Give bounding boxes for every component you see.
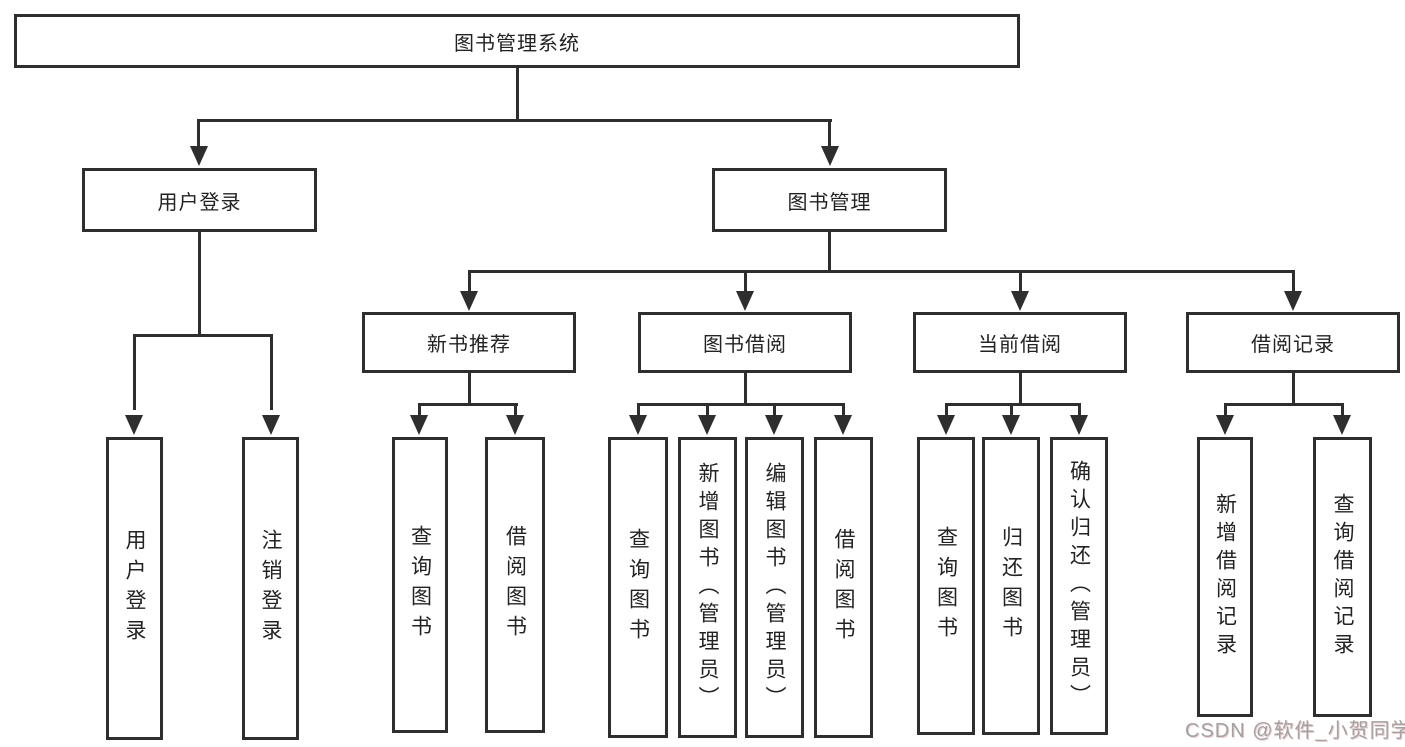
connector-line: [516, 68, 519, 121]
arrow-down-icon: [125, 415, 143, 435]
leaf-user-login: 用户登录: [106, 437, 163, 740]
arrow-down-icon: [190, 146, 208, 166]
connector-line: [828, 232, 831, 272]
connector-line: [418, 403, 518, 406]
connector-line: [468, 270, 1295, 273]
arrow-down-icon: [736, 291, 754, 311]
connector-line: [468, 373, 471, 405]
leaf-br-add-record-label: 新增借阅记录: [1213, 493, 1237, 661]
csdn-watermark: CSDN @软件_小贺同学: [1185, 720, 1405, 742]
connector-line: [828, 119, 831, 149]
connector-line: [197, 119, 200, 149]
leaf-bb-borrow-books: 借阅图书: [814, 437, 873, 738]
node-book-borrow-label: 图书借阅: [703, 334, 787, 356]
leaf-bb-edit-books-admin: 编辑图书（管理员）: [745, 437, 804, 738]
leaf-bb-borrow-books-label: 借阅图书: [832, 527, 855, 648]
leaf-br-add-record: 新增借阅记录: [1197, 437, 1253, 717]
leaf-user-login-label: 用户登录: [123, 528, 146, 649]
arrow-down-icon: [834, 415, 852, 435]
leaf-cb-return-books: 归还图书: [982, 437, 1040, 735]
leaf-bb-edit-books-admin-label: 编辑图书（管理员）: [763, 461, 786, 714]
leaf-br-query-record: 查询借阅记录: [1313, 437, 1372, 717]
node-user-login: 用户登录: [82, 168, 317, 232]
leaf-cb-confirm-return-admin: 确认归还（管理员）: [1050, 437, 1108, 735]
connector-line: [945, 403, 1081, 406]
leaf-nb-borrow-books-label: 借阅图书: [503, 525, 527, 645]
arrow-down-icon: [262, 415, 280, 435]
node-current-borrow: 当前借阅: [913, 312, 1127, 373]
connector-line: [773, 403, 776, 417]
arrow-down-icon: [1070, 415, 1088, 435]
connector-line: [1010, 403, 1013, 417]
arrow-down-icon: [765, 415, 783, 435]
connector-line: [1341, 403, 1344, 417]
arrow-down-icon: [460, 291, 478, 311]
leaf-bb-add-books-admin-label: 新增图书（管理员）: [696, 461, 719, 714]
leaf-nb-query-books: 查询图书: [392, 437, 448, 733]
node-new-book-recommend: 新书推荐: [362, 312, 576, 373]
connector-line: [744, 373, 747, 405]
connector-line: [133, 334, 136, 410]
connector-line: [637, 403, 640, 417]
connector-line: [1019, 373, 1022, 405]
leaf-cb-confirm-return-admin-label: 确认归还（管理员）: [1067, 460, 1091, 712]
connector-line: [744, 270, 747, 293]
arrow-down-icon: [1011, 291, 1029, 311]
arrow-down-icon: [506, 415, 524, 435]
leaf-nb-query-books-label: 查询图书: [408, 525, 432, 645]
connector-line: [133, 334, 273, 337]
node-borrow-records: 借阅记录: [1186, 312, 1400, 373]
connector-line: [418, 403, 421, 417]
leaf-nb-borrow-books: 借阅图书: [485, 437, 545, 733]
arrow-down-icon: [698, 415, 716, 435]
node-root: 图书管理系统: [14, 14, 1020, 68]
node-new-book-recommend-label: 新书推荐: [427, 334, 511, 356]
leaf-bb-query-books-label: 查询图书: [626, 527, 650, 648]
connector-line: [1292, 270, 1295, 293]
leaf-cb-return-books-label: 归还图书: [999, 526, 1023, 646]
node-user-login-label: 用户登录: [157, 191, 242, 214]
node-root-label: 图书管理系统: [454, 32, 580, 55]
leaf-cb-query-books: 查询图书: [917, 437, 975, 735]
connector-line: [468, 270, 471, 293]
leaf-bb-query-books: 查询图书: [608, 437, 668, 738]
node-book-management-label: 图书管理: [787, 191, 872, 214]
arrow-down-icon: [937, 415, 955, 435]
leaf-logout-label: 注销登录: [259, 528, 282, 649]
connector-line: [197, 119, 832, 122]
connector-line: [637, 403, 845, 406]
connector-line: [270, 334, 273, 410]
arrow-down-icon: [410, 415, 428, 435]
arrow-down-icon: [821, 146, 839, 166]
connector-line: [1224, 403, 1344, 406]
node-book-borrow: 图书借阅: [638, 312, 852, 373]
connector-line: [514, 403, 517, 417]
connector-line: [842, 403, 845, 417]
connector-line: [1292, 373, 1295, 405]
leaf-logout: 注销登录: [242, 437, 299, 740]
node-borrow-records-label: 借阅记录: [1251, 334, 1335, 356]
connector-line: [198, 232, 201, 336]
leaf-br-query-record-label: 查询借阅记录: [1331, 493, 1354, 661]
arrow-down-icon: [1333, 415, 1351, 435]
arrow-down-icon: [1284, 291, 1302, 311]
node-book-management: 图书管理: [712, 168, 947, 232]
node-current-borrow-label: 当前借阅: [978, 334, 1062, 356]
connector-line: [1078, 403, 1081, 417]
connector-line: [945, 403, 948, 417]
connector-line: [1019, 270, 1022, 293]
arrow-down-icon: [629, 415, 647, 435]
arrow-down-icon: [1002, 415, 1020, 435]
connector-line: [706, 403, 709, 417]
connector-line: [1224, 403, 1227, 417]
leaf-bb-add-books-admin: 新增图书（管理员）: [678, 437, 737, 738]
arrow-down-icon: [1216, 415, 1234, 435]
leaf-cb-query-books-label: 查询图书: [934, 526, 958, 646]
